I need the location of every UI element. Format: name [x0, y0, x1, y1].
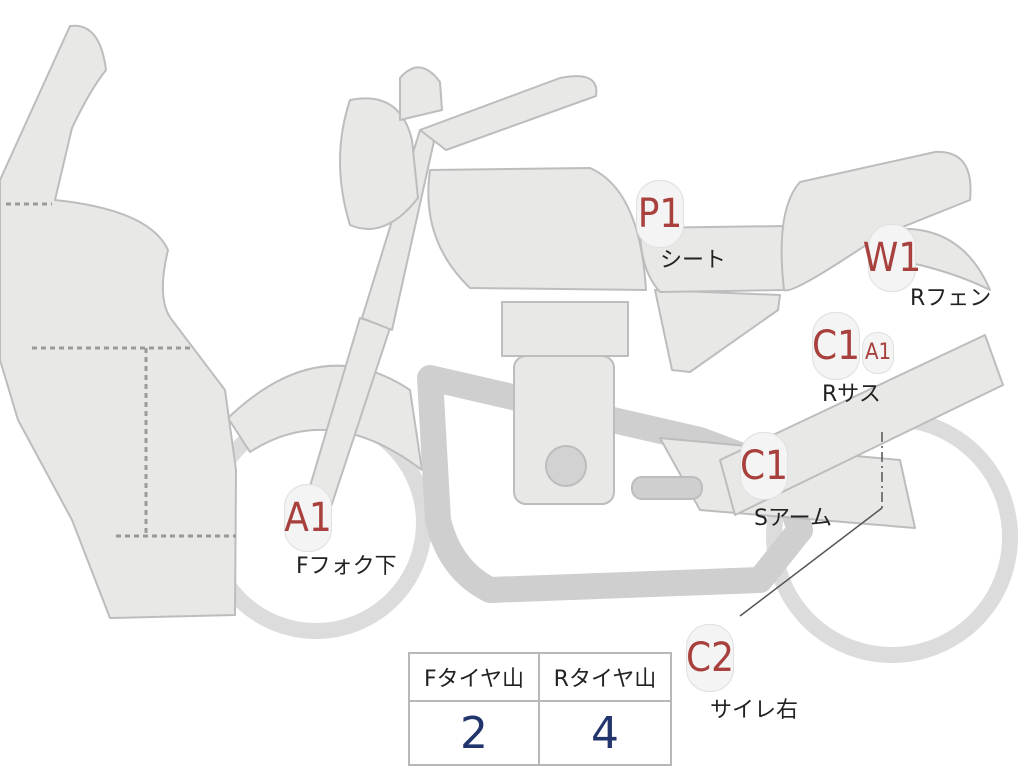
label-muffler-right: サイレ右	[710, 698, 799, 723]
muffler	[719, 334, 1004, 516]
rear-cowl	[780, 150, 972, 292]
marker-c1-rsus[interactable]: C1	[812, 312, 860, 380]
meter	[399, 66, 443, 121]
marker-a1-fork[interactable]: A1	[284, 484, 332, 552]
marker-p1-seat[interactable]: P1	[636, 180, 684, 248]
tire-tread-table: Fタイヤ山 Rタイヤ山 2 4	[408, 652, 672, 766]
label-seat: シート	[660, 248, 727, 273]
label-rear-fender: Rフェン	[910, 286, 992, 311]
engine-top	[501, 301, 629, 357]
handlebar	[419, 75, 598, 151]
muffler-leader	[739, 507, 883, 617]
frame	[417, 365, 813, 603]
fairing	[0, 24, 237, 619]
front-tire-header: Fタイヤ山	[410, 654, 540, 702]
marker-c1-arm[interactable]: C1	[740, 432, 788, 500]
front-fender	[227, 364, 423, 471]
front-tire-value: 2	[410, 702, 540, 764]
label-rear-suspension: Rサス	[822, 382, 881, 407]
label-front-fork: Fフォク下	[296, 554, 397, 579]
rear-tire-header: Rタイヤ山	[540, 654, 670, 702]
marker-c2-muffler[interactable]: C2	[686, 624, 734, 692]
engine-body	[513, 355, 615, 505]
rear-tire-value: 4	[591, 707, 619, 759]
engine-cover	[545, 445, 587, 487]
foot-peg	[631, 476, 703, 500]
headlight	[339, 97, 419, 230]
fuel-tank	[427, 167, 647, 291]
label-swing-arm: Sアーム	[754, 506, 832, 531]
marker-a1-rsus[interactable]: A1	[862, 332, 894, 374]
seat	[639, 225, 786, 293]
side-cover	[654, 289, 781, 373]
marker-w1-fender[interactable]: W1	[863, 224, 921, 292]
